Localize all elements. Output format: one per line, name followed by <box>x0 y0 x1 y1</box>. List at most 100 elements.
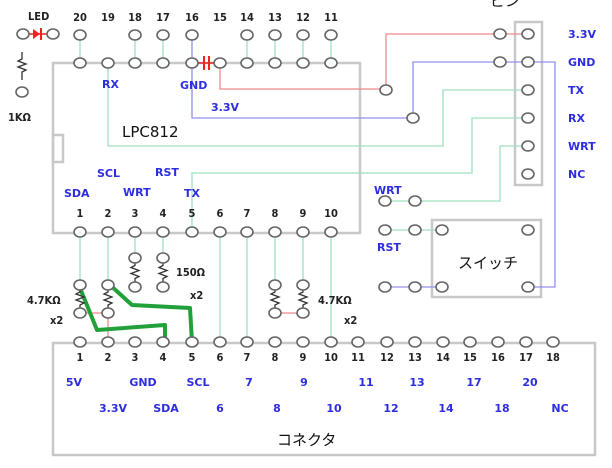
connector-signal-label: SDA <box>153 402 179 415</box>
chip-label-tx: TX <box>184 187 201 200</box>
chip-bottom-pin-number: 1 <box>77 207 84 220</box>
chip-top-pin-number: 16 <box>185 11 199 24</box>
solder-pad <box>324 29 338 41</box>
connector-pin-number: 6 <box>217 351 224 364</box>
connector-signal-label: 18 <box>494 402 509 415</box>
resistor-icon <box>16 52 28 80</box>
solder-pad <box>436 336 450 348</box>
connector-signal-label: 10 <box>326 402 342 415</box>
resistor-icon <box>129 262 141 283</box>
solder-pad <box>156 57 170 69</box>
solder-pad <box>435 224 449 236</box>
wire-tx-rx <box>191 117 528 232</box>
solder-pad <box>378 281 392 293</box>
connector-body <box>51 341 597 457</box>
solder-pad <box>491 336 505 348</box>
solder-pad <box>521 140 535 152</box>
solder-pad <box>156 29 170 41</box>
solder-pad <box>128 252 142 264</box>
solder-pad <box>493 56 507 68</box>
solder-pad <box>296 307 310 319</box>
solder-pad <box>128 57 142 69</box>
connector-pin-number: 1 <box>77 351 84 364</box>
connector-signal-label: 9 <box>300 376 308 389</box>
connector-signal-label: 12 <box>383 402 398 415</box>
chip-bottom-pin-number: 8 <box>272 207 279 220</box>
connector-pin-number: 14 <box>436 351 450 364</box>
jumper-sda <box>78 287 167 342</box>
solder-pad <box>324 336 338 348</box>
pin-header-body <box>513 20 544 187</box>
chip-notch <box>51 133 65 164</box>
solder-pad <box>324 57 338 69</box>
connector-signal-label: 5V <box>66 376 83 389</box>
chip-bottom-pin-number: 10 <box>324 207 338 220</box>
connector-pin-number: 5 <box>189 351 196 364</box>
chip-bottom-pin-number: 4 <box>160 207 167 220</box>
solder-pad <box>268 307 282 319</box>
solder-pad <box>73 279 87 291</box>
jumper-scl <box>108 283 194 343</box>
chip-top-pin-number: 19 <box>101 11 115 24</box>
solder-pad <box>521 56 535 68</box>
solder-pad <box>380 336 394 348</box>
connector-signal-label: 6 <box>216 402 224 415</box>
solder-pad <box>435 281 449 293</box>
connector-signal-label: 14 <box>438 402 454 415</box>
pin-header-title: ピン <box>490 0 520 10</box>
solder-pad <box>213 226 227 238</box>
solder-pad <box>268 279 282 291</box>
connector-signal-label: 17 <box>466 376 481 389</box>
chip-top-pin-number: 13 <box>268 11 282 24</box>
solder-pad <box>493 28 507 40</box>
connector-signal-label: 13 <box>409 376 424 389</box>
chip-bottom-pin-number: 5 <box>189 207 196 220</box>
solder-pad <box>128 29 142 41</box>
connector-signal-label: 3.3V <box>99 402 127 415</box>
solder-pad <box>101 226 115 238</box>
chip-bottom-pin-number: 9 <box>300 207 307 220</box>
connector-pin-number: 11 <box>351 351 365 364</box>
connector-signal-label: NC <box>551 402 568 415</box>
solder-pad <box>73 336 87 348</box>
connector-pin-number: 15 <box>463 351 477 364</box>
solder-pad <box>408 336 422 348</box>
connector-pin-number: 13 <box>408 351 422 364</box>
connector-pin-number: 12 <box>380 351 394 364</box>
solder-pad <box>15 86 29 98</box>
solder-pad <box>213 57 227 69</box>
resistor-icon <box>297 289 309 309</box>
switch-label: スイッチ <box>458 254 518 272</box>
solder-pad <box>73 29 87 41</box>
connector-signal-label: SCL <box>186 376 209 389</box>
connector-pin-number: 3 <box>132 351 139 364</box>
solder-pad <box>351 336 365 348</box>
resistor-47k-left-label: 4.7KΩ <box>27 294 61 307</box>
solder-pad <box>240 29 254 41</box>
header-pin-label: NC <box>568 168 585 181</box>
connector-pin-number: 4 <box>160 351 167 364</box>
header-pin-label: TX <box>568 84 585 97</box>
wire-gnd <box>191 35 556 288</box>
solder-pad <box>296 57 310 69</box>
solder-pad <box>101 336 115 348</box>
resistor-47k-left-count: x2 <box>50 314 63 327</box>
solder-pad <box>240 336 254 348</box>
resistor-47k-right-count: x2 <box>344 314 357 327</box>
solder-pad <box>546 336 560 348</box>
solder-pad <box>156 226 170 238</box>
resistor-icon <box>269 289 281 309</box>
connector-pin-number: 16 <box>491 351 505 364</box>
solder-pad <box>128 226 142 238</box>
solder-pad <box>156 336 170 348</box>
switch-body <box>430 218 543 299</box>
solder-pad <box>46 28 60 40</box>
solder-pad <box>463 336 477 348</box>
chip-label-rst: RST <box>155 166 179 179</box>
connector-signal-label: 20 <box>522 376 538 389</box>
solder-pad <box>213 336 227 348</box>
solder-pad <box>408 224 422 236</box>
solder-pad <box>156 281 170 293</box>
solder-pad <box>268 336 282 348</box>
